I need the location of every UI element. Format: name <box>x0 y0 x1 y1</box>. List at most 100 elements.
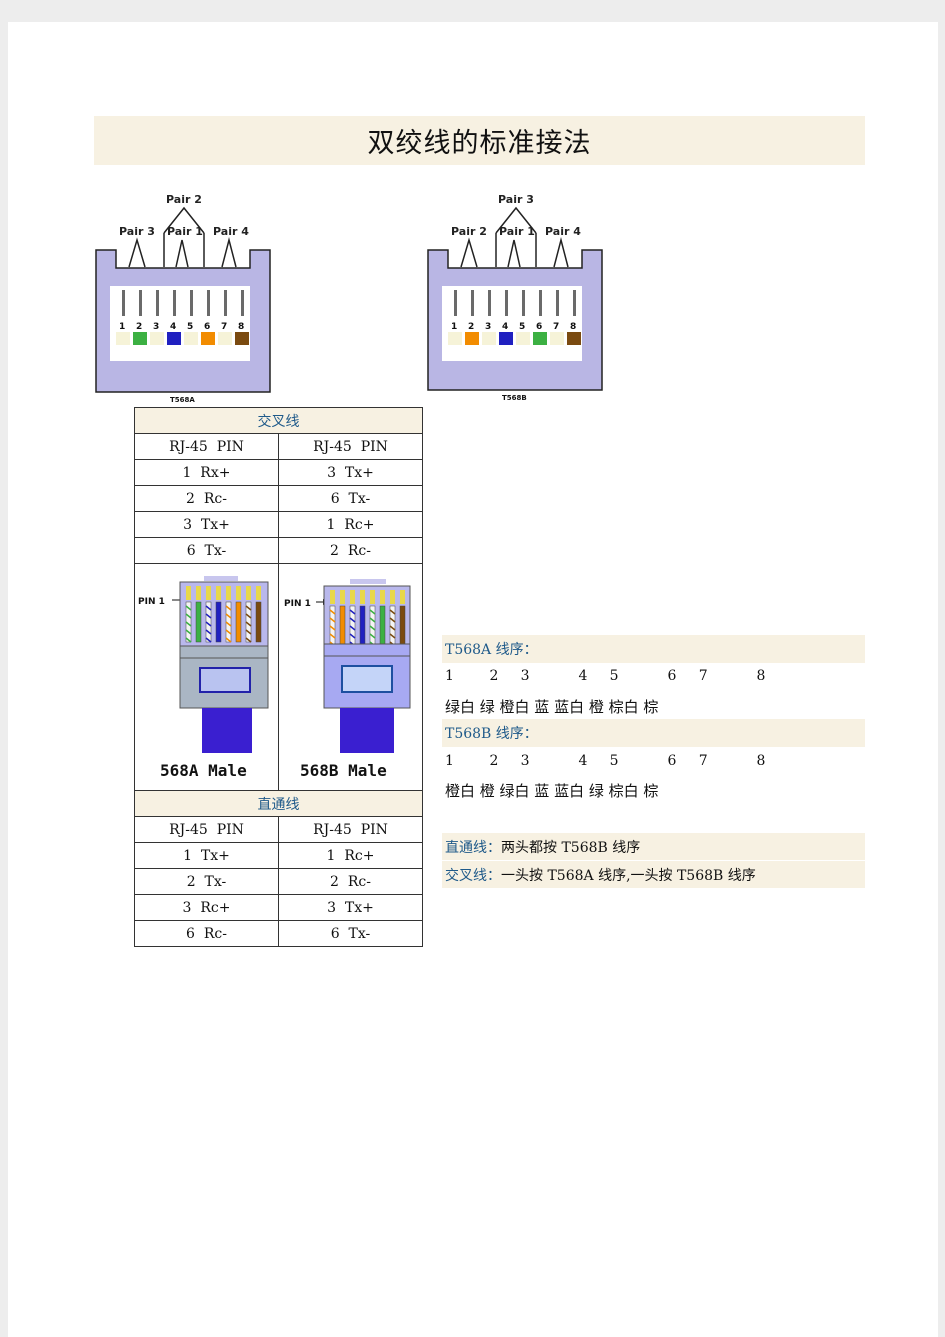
pin1-label: PIN 1 <box>138 597 165 607</box>
table-cell: 6 Tx- <box>278 920 423 947</box>
wire-stripe <box>185 621 191 627</box>
t568b-numbers: 1 2 3 4 5 6 7 8 <box>445 753 766 769</box>
contact-blade <box>241 290 244 316</box>
table-row: 3 Tx+ 1 Rc+ <box>134 511 423 538</box>
wire-stripe <box>205 629 211 635</box>
wire-stripe <box>389 617 395 623</box>
contact-blade <box>224 290 227 316</box>
t568b-caption: T568B <box>502 394 527 402</box>
contact-blade <box>190 290 193 316</box>
gold-contact <box>349 590 355 604</box>
contact-blade <box>122 290 125 316</box>
plug-wire <box>215 601 221 643</box>
gold-contact <box>205 586 211 600</box>
wire-stripe <box>369 633 375 639</box>
wire-stripe <box>349 617 355 623</box>
contact-blade <box>173 290 176 316</box>
pin-number: 3 <box>485 322 491 332</box>
pin-table: 交叉线 RJ-45 PIN RJ-45 PIN 1 Rx+ 3 Tx+ 2 Rc… <box>134 407 423 947</box>
pair1-label: Pair 1 <box>167 225 203 238</box>
wire-color-block <box>567 332 581 345</box>
plug-wire <box>359 605 365 647</box>
straight-note-label: 直通线： <box>445 839 501 856</box>
wire-stripe <box>369 617 375 623</box>
cross-note-text: 一头按 T568A 线序,一头按 T568B 线序 <box>501 867 756 884</box>
pair4-label: Pair 4 <box>213 225 249 238</box>
contact-blade <box>471 290 474 316</box>
contact-blade <box>156 290 159 316</box>
gold-contact <box>379 590 385 604</box>
contact-blade <box>207 290 210 316</box>
pin-number: 5 <box>519 322 525 332</box>
plug-568b-label: 568B Male <box>300 761 387 780</box>
wire-stripe <box>389 625 395 631</box>
wire-stripe <box>185 629 191 635</box>
pair2-label: Pair 2 <box>166 193 202 206</box>
gold-contact <box>389 590 395 604</box>
straight-note: 直通线： 两头都按 T568B 线序 <box>442 833 865 860</box>
plug-568b-cell: PIN 1 568B Male <box>278 563 423 791</box>
pin-number: 4 <box>170 322 176 332</box>
t568b-heading-band: T568B 线序： <box>442 719 865 747</box>
table-row: 1 Rx+ 3 Tx+ <box>134 459 423 486</box>
plug-568a-illustration: PIN 1 568A Male <box>138 576 268 780</box>
table-cell: 6 Tx- <box>134 537 279 564</box>
table-cell: 2 Rc- <box>134 485 279 512</box>
table-row: RJ-45 PIN RJ-45 PIN <box>134 816 423 843</box>
t568a-heading: T568A 线序： <box>445 642 538 658</box>
wire-color-block <box>482 332 496 345</box>
t568b-colors: 橙白 橙 绿白 蓝 蓝白 绿 棕白 棕 <box>445 782 659 800</box>
wire-color-block <box>218 332 232 345</box>
gold-contact <box>235 586 241 600</box>
wire-stripe <box>245 621 251 627</box>
table-cell: 1 Rx+ <box>134 459 279 486</box>
wire-stripe <box>369 625 375 631</box>
gold-contact <box>195 586 201 600</box>
wire-stripe <box>245 613 251 619</box>
contact-blade <box>505 290 508 316</box>
jack-tab <box>470 348 554 361</box>
pin-number: 1 <box>451 322 457 332</box>
t568a-heading-band: T568A 线序： <box>442 635 865 663</box>
wire-color-block <box>167 332 181 345</box>
table-cell: RJ-45 PIN <box>278 816 423 843</box>
gold-contact <box>245 586 251 600</box>
wire-stripe <box>245 629 251 635</box>
wire-stripe <box>329 617 335 623</box>
pin-number: 2 <box>468 322 474 332</box>
plug-wire <box>339 605 345 647</box>
table-cell: RJ-45 PIN <box>278 433 423 460</box>
pin-number: 8 <box>238 322 244 332</box>
wire-stripe <box>349 625 355 631</box>
table-cell: 1 Tx+ <box>134 842 279 869</box>
wire-color-block <box>533 332 547 345</box>
pin-number: 5 <box>187 322 193 332</box>
wire-color-block <box>201 332 215 345</box>
gold-contact <box>215 586 221 600</box>
t568a-colors: 绿白 绿 橙白 蓝 蓝白 橙 棕白 棕 <box>445 698 659 716</box>
straight-note-text: 两头都按 T568B 线序 <box>501 839 641 856</box>
gold-contact <box>225 586 231 600</box>
contact-blade <box>556 290 559 316</box>
wire-stripe <box>329 625 335 631</box>
table-cell: 2 Rc- <box>278 537 423 564</box>
table-cell: 2 Tx- <box>134 868 279 895</box>
table-cell: 1 Rc+ <box>278 842 423 869</box>
gold-contact <box>339 590 345 604</box>
title-band: 双绞线的标准接法 <box>94 116 865 165</box>
table-cell: 6 Rc- <box>134 920 279 947</box>
pin-number: 2 <box>136 322 142 332</box>
crossover-heading: 交叉线 <box>134 407 423 434</box>
pair3-label: Pair 3 <box>498 193 534 206</box>
wire-color-block <box>465 332 479 345</box>
contact-blade <box>454 290 457 316</box>
wire-stripe <box>389 633 395 639</box>
wire-stripe <box>389 609 395 615</box>
contact-blade <box>573 290 576 316</box>
pair3-label: Pair 3 <box>119 225 155 238</box>
wire-stripe <box>205 605 211 611</box>
wire-stripe <box>245 637 251 643</box>
wire-stripe <box>329 633 335 639</box>
pin-number: 6 <box>536 322 542 332</box>
